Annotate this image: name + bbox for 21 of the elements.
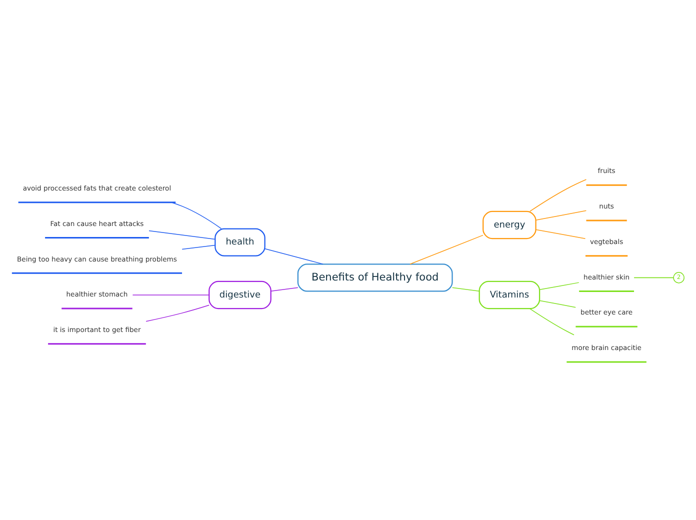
connector	[182, 244, 216, 250]
node-box: Vitamins	[478, 280, 540, 310]
connector	[530, 179, 587, 212]
node-box: Benefits of Healthy food	[297, 264, 453, 292]
connector	[171, 202, 222, 230]
connector	[410, 234, 484, 264]
connector	[535, 210, 587, 221]
connector	[146, 304, 210, 322]
connector	[264, 248, 324, 264]
connector	[270, 287, 298, 292]
connector	[539, 282, 580, 290]
node-box: energy	[482, 210, 536, 240]
node-box: digestive	[208, 280, 272, 310]
connector	[634, 277, 674, 278]
connector	[539, 300, 576, 308]
connector	[452, 287, 480, 292]
connector	[535, 229, 586, 239]
node-box: health	[214, 228, 266, 256]
connector	[148, 230, 216, 240]
connector	[530, 308, 574, 336]
connector	[132, 294, 210, 296]
